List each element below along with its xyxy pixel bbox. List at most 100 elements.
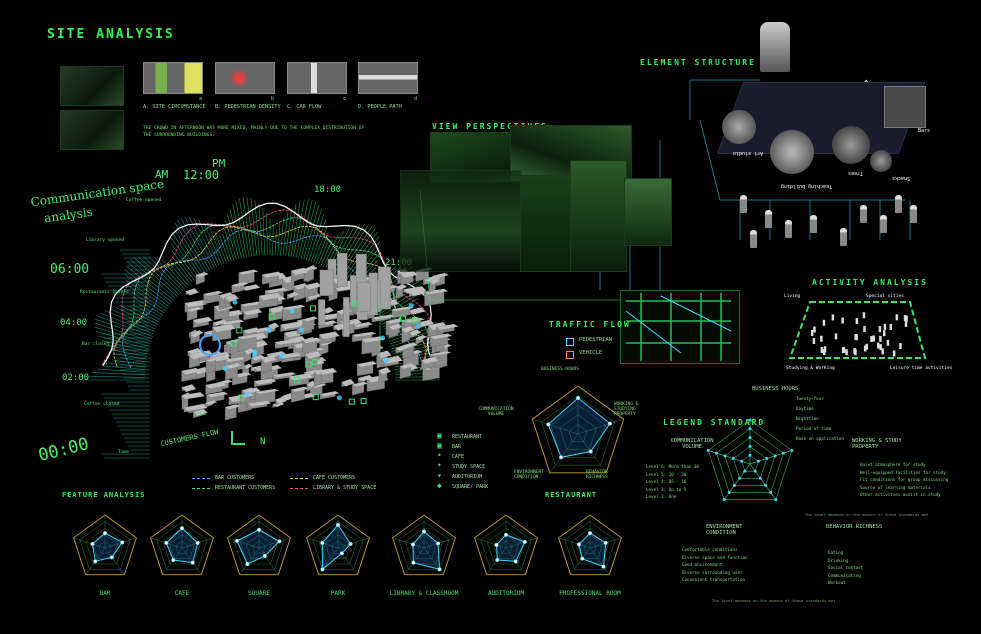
flow-legend-label: CAFE CUSTOMERS	[313, 475, 356, 481]
volume-level: Level 4: 05 - 10	[646, 479, 687, 484]
legend-working-study: WORKING & STUDY PROPERTY	[852, 438, 902, 450]
site-step-label: D. PEOPLE PATH	[358, 104, 402, 110]
behavior-level: Workout	[828, 580, 846, 585]
env-level: Diverse space and function	[682, 554, 748, 560]
behavior-level: Drinking	[828, 557, 849, 563]
feature-radar	[474, 514, 538, 576]
event-library-opened: Library opened	[86, 238, 124, 243]
feature-label: LIBRARY & CLASSROOM	[389, 590, 459, 597]
volume-level: Level 5: 10 - 30	[646, 471, 687, 477]
legend-environment: ENVIRONMENT CONDITION	[706, 524, 743, 536]
0400-label: 04:00	[60, 318, 88, 328]
site-photo-top	[60, 66, 124, 106]
activity-label: Living	[784, 294, 801, 299]
work-level: Source of learning materials	[860, 484, 931, 490]
work-level: Fit conditions for group discussing	[860, 477, 949, 482]
event-now: Now	[198, 412, 207, 417]
volume-level: Level 3: Up to 5	[646, 486, 687, 492]
feature-radar	[306, 514, 370, 576]
center-axis-environment: ENVIRONMENT CONDITION	[514, 470, 544, 480]
legend-note: The level depends on the amount of these…	[805, 512, 929, 517]
behavior-level: Communicating	[828, 572, 861, 578]
perspective-photo-5	[570, 160, 627, 272]
event-coffee-opened: Coffee opened	[126, 198, 162, 203]
site-step-label: C. CAR FLOW	[287, 104, 322, 110]
activity-diagram	[788, 301, 927, 359]
flow-legend-label: RESTAURANT CUSTOMERS	[215, 485, 276, 491]
feature-radar	[73, 514, 137, 576]
flow-legend-line	[192, 488, 210, 489]
site-note: THE CROWD IN AFTERNOON WAS MORE MIXED, M…	[143, 126, 365, 138]
site-step-letter: b	[271, 96, 275, 102]
person-figure	[785, 220, 792, 238]
event-coffee-closed: Coffee closed	[84, 402, 120, 407]
feature-radar	[227, 514, 291, 576]
feature-label: BAR	[99, 590, 111, 597]
activity-analysis-title: ACTIVITY ANALYSIS	[812, 278, 928, 287]
city-model	[181, 253, 459, 421]
north-label: N	[260, 437, 266, 447]
flow-legend-label: BAR CUSTOMERS	[215, 475, 255, 481]
view-perspectives-title: VIEW PERSPECTIVES	[432, 122, 548, 131]
teaching-building-image	[770, 130, 814, 174]
env-level: Good environment	[682, 562, 723, 567]
perspective-photo-6	[624, 178, 672, 246]
map-legend-label: STUDY SPACE	[452, 464, 486, 470]
map-legend-label: CAFE	[452, 454, 465, 460]
element-label: Snacks	[892, 175, 911, 181]
feature-label: SQUARE	[248, 590, 270, 597]
dot-icon: •	[437, 451, 442, 460]
env-level: Convenient transportation	[682, 577, 746, 582]
volume-level: Level 2: One	[646, 494, 677, 499]
1800-label: 18:00	[314, 185, 342, 195]
person-figure	[765, 210, 772, 228]
pm-label: PM	[212, 157, 226, 170]
center-axis-communication: COMMUNICATION VOLUME	[478, 407, 514, 417]
person-figure	[895, 195, 902, 213]
feature-label: PROFESSIONAL ROOM	[559, 590, 621, 597]
feature-label: CAFE	[174, 590, 190, 597]
legend-note-bottom: The level depends on the amount of these…	[712, 598, 836, 603]
event-bar-closed: Bar closed	[82, 342, 110, 347]
perspective-photo-3	[400, 170, 522, 272]
env-level: Diverse surrounding user	[682, 569, 743, 575]
site-step-letter: c	[343, 96, 347, 102]
map-legend-label: RESTAURANT	[452, 434, 483, 440]
behavior-level: Eating	[828, 550, 844, 555]
hours-level: Daytime	[796, 406, 814, 411]
traffic-map-lines	[625, 293, 732, 361]
person-figure	[860, 205, 867, 223]
feature-radar	[558, 514, 622, 576]
flow-legend-line	[290, 488, 308, 489]
site-step-thumb	[215, 62, 275, 94]
person-figure	[740, 195, 747, 213]
env-level: Comfortable conditions	[682, 547, 738, 552]
square-icon: ▣	[437, 431, 442, 440]
art-studio-image	[722, 110, 756, 144]
legend-business-hours: BUSINESS HOURS	[752, 386, 799, 392]
person-figure	[840, 228, 847, 246]
traffic-legend-label: PEDESTRIAN	[579, 337, 613, 343]
feature-radar	[150, 514, 214, 576]
square-icon: ▣	[437, 441, 442, 450]
traffic-legend-label: VEHICLE	[579, 350, 603, 356]
noon-label: 12:00	[183, 168, 220, 182]
snacks-image	[870, 150, 892, 172]
work-level: Other activities assist in study	[860, 492, 941, 497]
legend-standard-title: LEGEND STANDARD	[663, 418, 766, 427]
site-step-thumb	[358, 62, 418, 94]
rhombus-icon: ◆	[437, 481, 442, 490]
activity-label: Leisure time activities	[890, 366, 953, 371]
map-legend-label: BAR	[452, 444, 462, 450]
trees-image	[832, 126, 870, 164]
restaurant-radar-chart	[531, 385, 625, 474]
feature-label: AUDITORIUM	[487, 590, 525, 597]
traffic-legend-swatch	[566, 351, 574, 359]
work-level: Quiet atmosphere for study	[860, 462, 926, 467]
center-axis-business-hours: BUSINESS HOURS	[541, 367, 579, 372]
0200-label: 02:00	[62, 373, 90, 383]
element-label: Art studio	[733, 150, 764, 156]
feature-radar	[392, 514, 456, 576]
hours-level: Period of time	[796, 426, 832, 431]
legend-radar-chart	[706, 418, 794, 502]
